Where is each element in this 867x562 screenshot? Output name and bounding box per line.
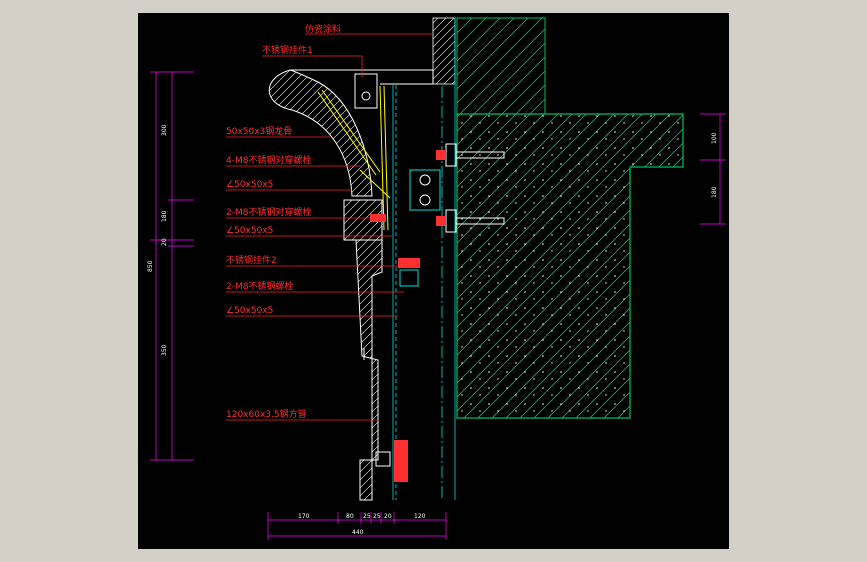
- annotation-hanger-2: 不锈钢挂件2: [226, 254, 277, 266]
- dimension-bottom: [267, 512, 447, 540]
- dim-bottom-1: 80: [346, 513, 354, 520]
- anchor-plate-upper: [409, 143, 505, 211]
- annotation-coating: 仿瓷涂料: [305, 23, 341, 35]
- dim-bottom-2: 25: [363, 513, 371, 520]
- concrete-wall-upper: [456, 17, 546, 115]
- top-cap: [290, 69, 434, 109]
- dim-bottom-5: 120: [414, 513, 426, 520]
- annotation-angle-2: ∠50x50x5: [226, 226, 273, 236]
- dim-bottom-3: 25: [373, 513, 381, 520]
- annotation-angle-3: ∠50x50x5: [226, 306, 273, 316]
- dim-bottom-total: 440: [352, 529, 364, 536]
- annotation-angle-1: ∠50x50x5: [226, 180, 273, 190]
- bracket-mid: [398, 258, 420, 287]
- dim-left-0: 300: [161, 124, 168, 136]
- concrete-slab: [456, 113, 684, 419]
- dim-left-total: 850: [147, 260, 154, 272]
- annotation-bolt-4m8: 4-M8不锈钢对穿螺栓: [226, 154, 311, 166]
- annotation-steel-keel: 50x50x3钢龙骨: [226, 125, 292, 137]
- annotation-bolt-2m8-b: 2-M8不锈钢螺栓: [226, 280, 293, 292]
- dim-bottom-4: 20: [384, 513, 392, 520]
- annotation-bolt-2m8: 2-M8不锈钢对穿螺栓: [226, 206, 311, 218]
- curved-stone-profile: [268, 69, 373, 197]
- annotation-hanger-1: 不锈钢挂件1: [262, 44, 313, 56]
- dim-right-0: 100: [711, 132, 718, 144]
- dimension-right: [700, 113, 726, 225]
- lower-stone-panel: [355, 239, 383, 501]
- middle-block: [343, 199, 386, 241]
- annotation-steel-tube: 120x60x3.5钢方管: [226, 408, 307, 420]
- leader-lines: [226, 33, 432, 421]
- bracket-bottom: [375, 440, 408, 482]
- dimension-left: [150, 71, 194, 461]
- anchor-plate-lower: [436, 209, 505, 233]
- dim-left-3: 350: [161, 344, 168, 356]
- dim-left-1: 180: [161, 210, 168, 222]
- plaster-block: [432, 17, 456, 85]
- dim-right-1: 180: [711, 186, 718, 198]
- dim-bottom-0: 170: [298, 513, 310, 520]
- dim-left-2: 20: [161, 238, 168, 246]
- steel-keel: [317, 85, 391, 231]
